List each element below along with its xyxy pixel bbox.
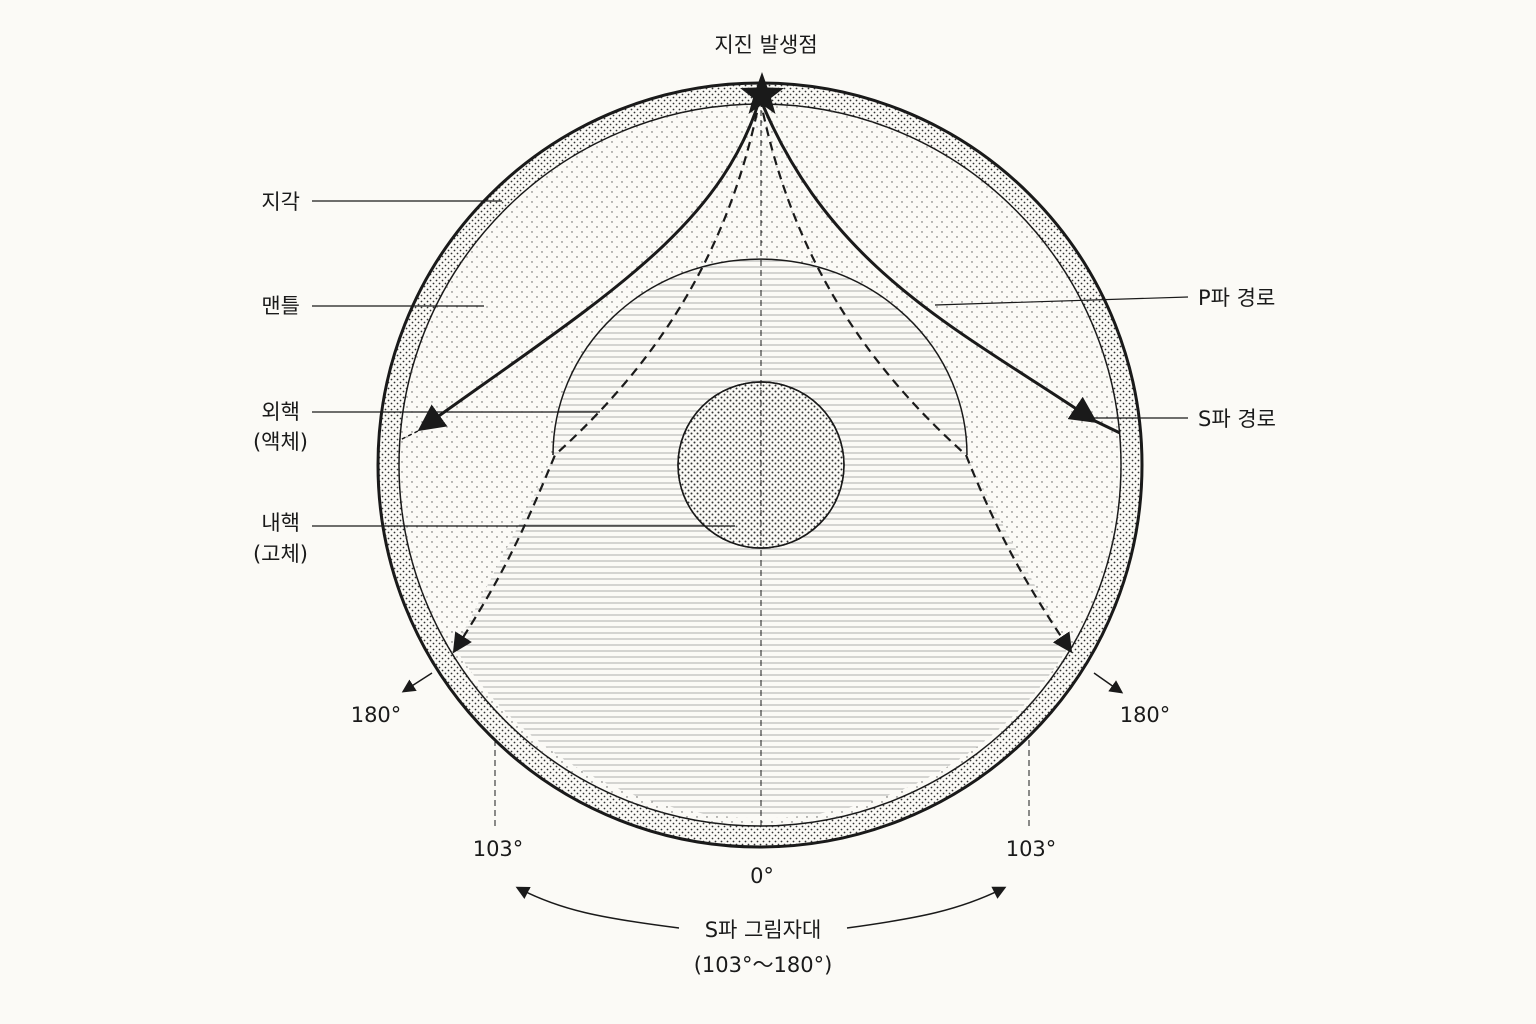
p-wave-path-right bbox=[758, 97, 1098, 424]
angle-180-left: 180° bbox=[351, 703, 402, 727]
p-wave-path-left bbox=[417, 97, 762, 432]
shadow-zone-range: (103°～180°) bbox=[694, 953, 833, 977]
angle-103-right: 103° bbox=[1006, 837, 1057, 861]
shadow-arc-left bbox=[515, 886, 680, 929]
title-epicenter: 지진 발생점 bbox=[714, 33, 817, 57]
label-p-wave: P파 경로 bbox=[1198, 286, 1275, 310]
arrow-180-left bbox=[401, 672, 433, 693]
shadow-arc-right bbox=[846, 886, 1007, 929]
angle-0: 0° bbox=[750, 864, 774, 888]
angle-103-left: 103° bbox=[473, 837, 524, 861]
label-s-wave: S파 경로 bbox=[1198, 407, 1276, 431]
label-outer-core-state: (액체) bbox=[253, 430, 308, 454]
outer-core-layer bbox=[553, 259, 967, 455]
label-mantle: 맨틀 bbox=[261, 294, 300, 318]
s-wave-path-right bbox=[758, 97, 1073, 654]
label-crust: 지각 bbox=[261, 190, 300, 214]
label-inner-core-state: (고체) bbox=[253, 542, 308, 566]
label-inner-core: 내핵 bbox=[261, 511, 300, 535]
shadow-zone-region bbox=[455, 455, 1068, 819]
s-wave-path-left bbox=[452, 97, 762, 654]
epicenter-star-icon bbox=[740, 72, 784, 114]
label-outer-core: 외핵 bbox=[261, 400, 300, 424]
arrow-180-right bbox=[1093, 672, 1124, 694]
leader-p-wave bbox=[934, 296, 1189, 306]
angle-180-right: 180° bbox=[1120, 703, 1171, 727]
shadow-zone-label: S파 그림자대 bbox=[705, 918, 822, 942]
